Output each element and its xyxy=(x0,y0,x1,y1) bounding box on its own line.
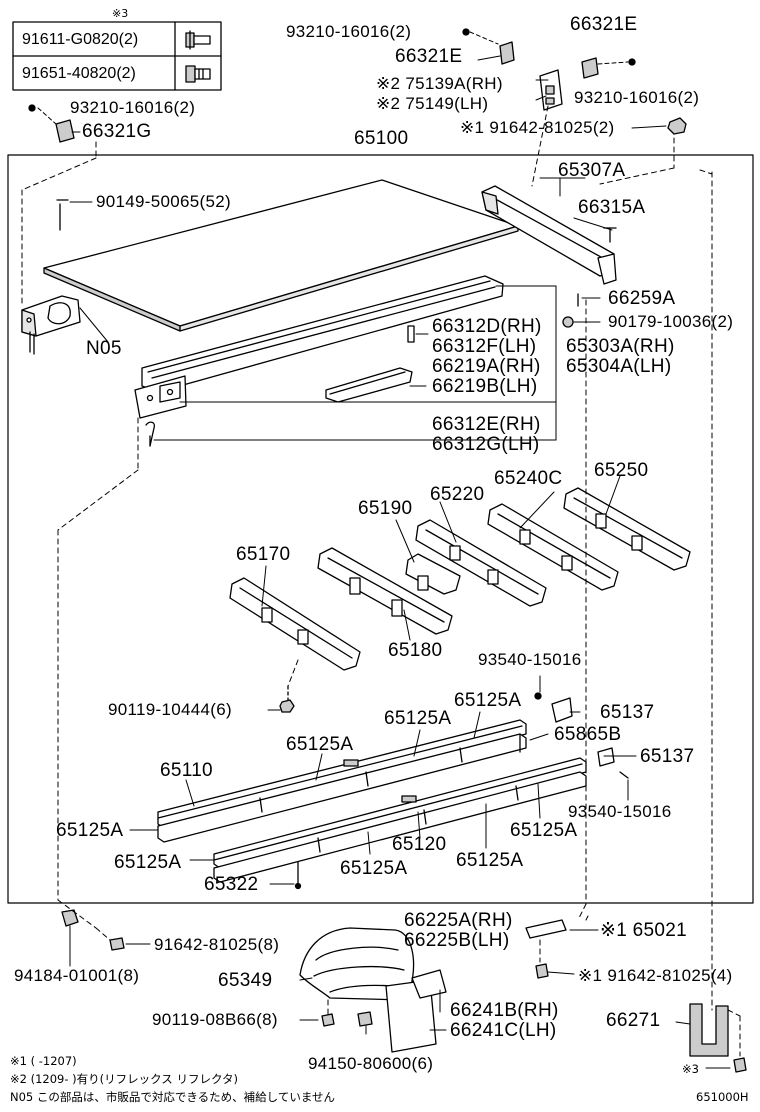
cross-member-65190 xyxy=(405,553,461,595)
part-label: 94150-80600(6) xyxy=(308,1054,434,1073)
part-label: 93540-15016 xyxy=(478,650,582,669)
footnote-1: ※1 ( -1207) xyxy=(10,1054,77,1068)
part-label: 65220 xyxy=(430,484,485,505)
part-label: 66225B(LH) xyxy=(404,930,510,951)
part-label: 93210-16016(2) xyxy=(286,22,412,41)
part-label: 65180 xyxy=(388,640,443,661)
flange-bolt-icon xyxy=(185,30,211,50)
table-header-mark: ※3 xyxy=(112,7,129,20)
part-label: 65110 xyxy=(160,760,213,781)
part-label: 65303A(RH) xyxy=(566,336,675,357)
cross-member-65170 xyxy=(229,577,361,671)
cross-member-65180 xyxy=(317,547,453,635)
part-label: 65170 xyxy=(236,544,291,565)
part-label: ※1 65021 xyxy=(600,920,687,941)
part-label: 91642-81025(8) xyxy=(154,935,280,954)
part-label: 93210-16016(2) xyxy=(574,88,700,107)
part-label: 65125A xyxy=(454,690,522,711)
bolt-91642-top xyxy=(667,117,687,135)
part-label: 65125A xyxy=(114,852,182,873)
hinge-75139a xyxy=(539,69,563,111)
part-label: 65125A xyxy=(340,858,408,879)
part-label: 94184-01001(8) xyxy=(14,966,140,985)
part-label: 90119-10444(6) xyxy=(108,700,232,719)
part-label: 65322 xyxy=(204,874,259,895)
part-label: 65250 xyxy=(594,460,649,481)
part-label: ※2 75139A(RH) xyxy=(376,74,503,93)
cross-member-65220 xyxy=(415,519,547,607)
cross-member-65250 xyxy=(563,487,691,571)
assembly-frame xyxy=(7,154,754,904)
part-label: ※1 91642-81025(2) xyxy=(460,118,615,137)
block-66321g xyxy=(55,119,75,143)
part-label: 65125A xyxy=(286,734,354,755)
part-label: 93210-16016(2) xyxy=(70,98,196,117)
block-66321e-top xyxy=(581,57,599,79)
part-label: 66321E xyxy=(570,14,638,35)
part-label: 66312F(LH) xyxy=(432,336,537,357)
floor-panel-n05 xyxy=(43,179,519,332)
cross-member-65240c xyxy=(487,503,619,591)
part-label: ※1 91642-81025(4) xyxy=(578,966,733,985)
part-label: 90119-08B66(8) xyxy=(152,1010,278,1029)
hex-bolt-icon xyxy=(185,65,211,83)
part-label: 65307A xyxy=(558,160,626,181)
part-label: 66241B(RH) xyxy=(450,1000,559,1021)
part-label: 65349 xyxy=(218,970,273,991)
part-label: 65137 xyxy=(640,746,695,767)
part-label: 66225A(RH) xyxy=(404,910,513,931)
part-label: 65125A xyxy=(56,820,124,841)
part-label: 66312G(LH) xyxy=(432,434,540,455)
part-label: ※2 75149(LH) xyxy=(376,94,489,113)
part-label: 65137 xyxy=(600,702,655,723)
bracket-65021 xyxy=(525,919,567,939)
footnote-2: ※2 (1209- )有り(リフレックス リフレクタ) xyxy=(10,1072,238,1086)
part-label: 65865B xyxy=(554,724,622,745)
mudguard-65349 xyxy=(299,927,415,1001)
left-bracket xyxy=(21,295,81,355)
part-label: 65100 xyxy=(354,128,409,149)
part-label: N05 xyxy=(86,338,122,359)
diagram-code: 651000H xyxy=(696,1090,749,1104)
bracket-66225a xyxy=(411,969,447,999)
table-row-part: 91651-40820(2) xyxy=(22,65,136,82)
part-label: 93540-15016 xyxy=(568,802,672,821)
part-label: 66315A xyxy=(578,197,646,218)
footnote-n05: N05 この部品は、市販品で対応できるため、補給していません xyxy=(10,1090,335,1104)
part-label: 90179-10036(2) xyxy=(608,312,734,331)
block-66321e-mid xyxy=(499,41,515,65)
side-rail-65303a xyxy=(134,275,504,419)
part-label: 66271 xyxy=(606,1010,661,1031)
part-label: 65125A xyxy=(384,708,452,729)
part-label: 65120 xyxy=(392,834,447,855)
part-label: 66219A(RH) xyxy=(432,356,541,377)
part-label: 65304A(LH) xyxy=(566,356,672,377)
part-label: 66241C(LH) xyxy=(450,1020,557,1041)
part-label: 66259A xyxy=(608,288,676,309)
bracket-66219a xyxy=(325,367,413,403)
part-label: 66321E xyxy=(395,46,463,67)
part-label: 65125A xyxy=(510,820,578,841)
part-label: 66312D(RH) xyxy=(432,316,542,337)
part-label: 65240C xyxy=(494,468,563,489)
part-label: 65190 xyxy=(358,498,413,519)
part-label: 66321G xyxy=(82,121,152,142)
part-label: 65125A xyxy=(456,850,524,871)
table-row-part: 91611-G0820(2) xyxy=(22,31,139,48)
cross-member-65307a xyxy=(481,185,617,285)
fastener-table xyxy=(12,21,222,91)
u-bolt-66271 xyxy=(689,1003,729,1057)
part-label: ※3 xyxy=(682,1062,699,1076)
part-label: 90149-50065(52) xyxy=(96,192,231,211)
part-label: 66219B(LH) xyxy=(432,376,538,397)
part-label: 66312E(RH) xyxy=(432,414,541,435)
